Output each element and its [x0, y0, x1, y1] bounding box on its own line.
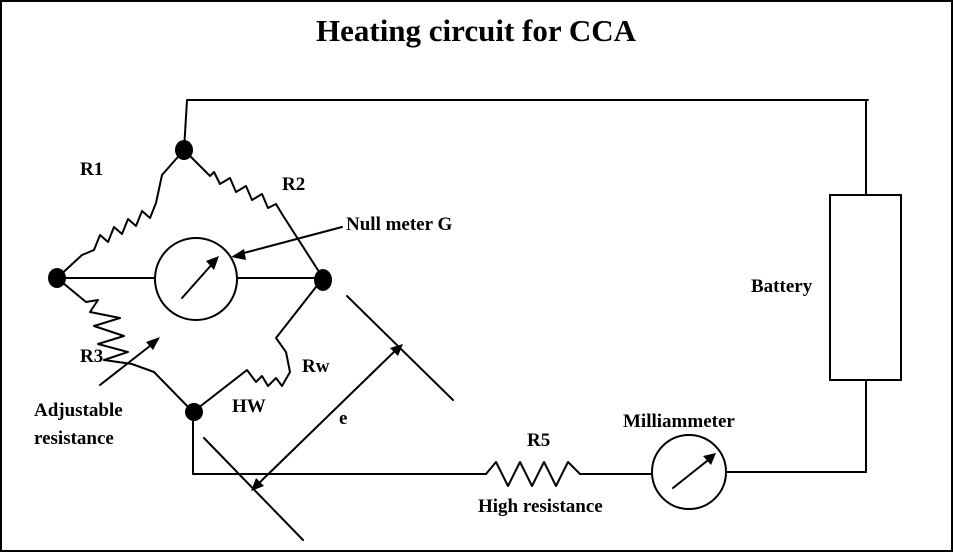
- r1-label: R1: [80, 159, 103, 180]
- e-label: e: [339, 408, 347, 429]
- null-meter-symbol: [154, 237, 238, 321]
- wire-top: [183, 99, 869, 151]
- battery-symbol: [829, 194, 902, 381]
- null-meter-pointer: [239, 226, 343, 255]
- r2-label: R2: [282, 174, 305, 195]
- null-meter-label: Null meter G: [346, 214, 452, 235]
- milliammeter-symbol: [651, 434, 727, 510]
- diagram-title: Heating circuit for CCA: [316, 13, 637, 48]
- r5-label: R5: [527, 430, 550, 451]
- r5-resistor: [485, 461, 581, 487]
- hot-wire-rw: [192, 277, 324, 413]
- bridge-node-right: [314, 269, 332, 291]
- bridge-node-bottom: [185, 403, 203, 421]
- bridge-node-top: [175, 140, 193, 160]
- hw-label: HW: [232, 396, 266, 417]
- adjustable-arrow: [99, 341, 156, 386]
- r3-label: R3: [80, 346, 103, 367]
- battery-label: Battery: [751, 276, 813, 297]
- r3-resistor: [56, 277, 194, 413]
- milliammeter-label: Milliammeter: [623, 411, 735, 432]
- bridge-node-left: [48, 268, 66, 288]
- rw-label: Rw: [302, 356, 330, 377]
- e-arrowhead-upper: [390, 344, 403, 356]
- adjustable-arrowhead: [146, 337, 160, 350]
- r1-resistor: [56, 149, 185, 279]
- r2-resistor: [183, 149, 324, 279]
- high-resistance-label: High resistance: [478, 496, 603, 517]
- adjustable-label-line2: resistance: [34, 428, 114, 449]
- adjustable-label-line1: Adjustable: [34, 400, 123, 421]
- null-meter-pointer-head: [231, 249, 246, 260]
- e-dimension-line: [255, 347, 399, 487]
- e-arrowhead-lower: [251, 478, 264, 491]
